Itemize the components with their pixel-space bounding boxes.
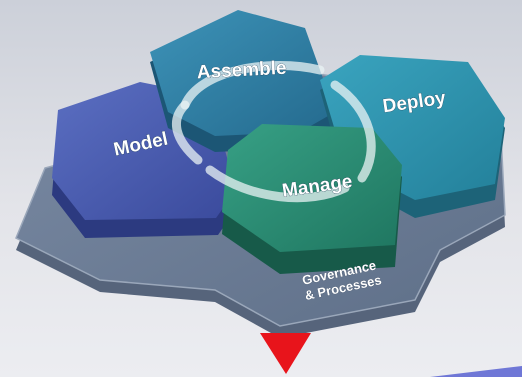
manage-hexagon: [222, 124, 402, 274]
accent-strip: [430, 366, 522, 377]
cycle-arrows: [172, 61, 376, 203]
down-triangle-icon: [260, 333, 311, 374]
assemble-label: Assemble: [196, 58, 287, 84]
